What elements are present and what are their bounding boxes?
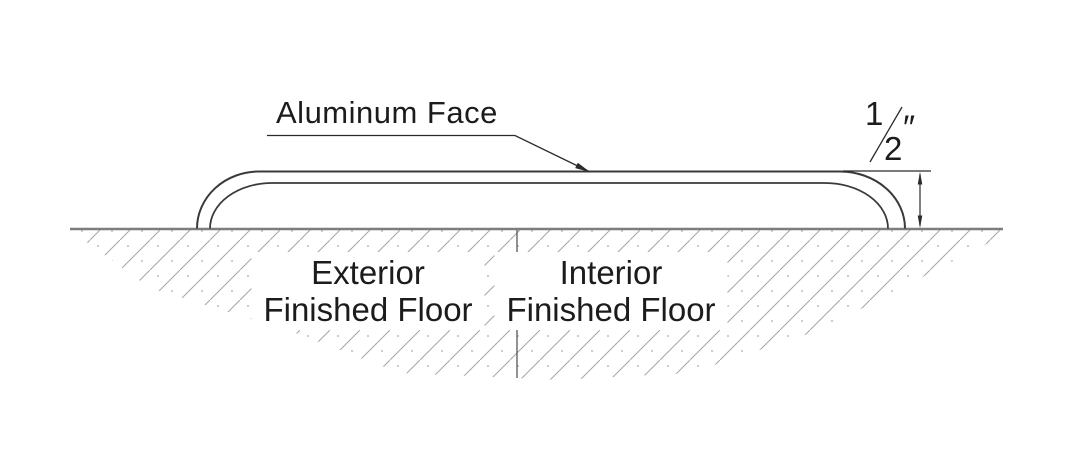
dimension-unit-mark: ″ <box>903 109 916 147</box>
dimension-arrow-up <box>917 172 923 185</box>
exterior-floor-label: Exterior Finished Floor <box>251 252 485 330</box>
threshold-outer-profile <box>196 170 906 229</box>
dimension-denominator: 2 <box>884 130 903 167</box>
dimension-arrow-down <box>917 215 923 228</box>
threshold-inner-profile <box>209 182 889 229</box>
interior-floor-label: Interior Finished Floor <box>494 252 728 330</box>
exterior-floor-label-line2: Finished Floor <box>263 291 473 328</box>
interior-floor-label-line1: Interior <box>559 254 663 291</box>
callout-label: Aluminum Face <box>276 95 498 130</box>
interior-floor-label-line2: Finished Floor <box>506 291 716 328</box>
dimension-numerator: 1 <box>865 95 884 132</box>
fraction-slash <box>869 106 903 163</box>
exterior-floor-label-line1: Exterior <box>311 254 425 291</box>
callout-leader-line <box>267 134 589 172</box>
callout-arrowhead <box>575 162 590 172</box>
